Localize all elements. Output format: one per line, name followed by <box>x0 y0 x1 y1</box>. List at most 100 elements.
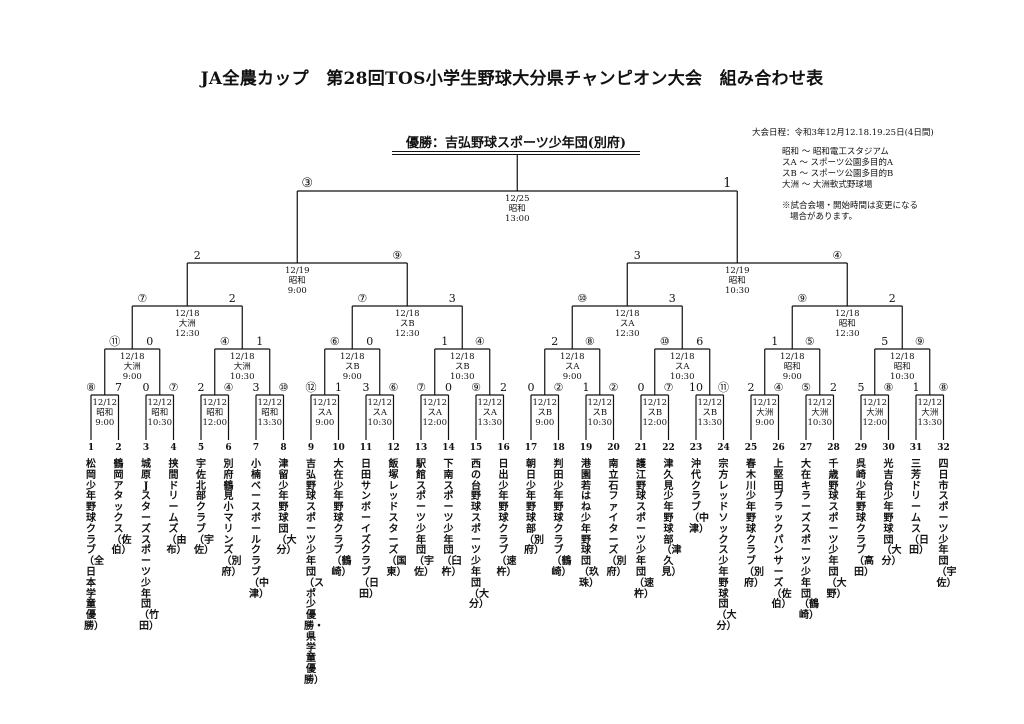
team-number: 10 <box>332 443 345 453</box>
team-number: 21 <box>634 443 648 453</box>
match-venue: スA <box>317 408 333 418</box>
match-venue: スB <box>592 408 607 418</box>
match-date: 12/18 <box>395 309 420 319</box>
score-right: ⑨ <box>392 249 402 262</box>
match-date: 12/12 <box>698 398 723 408</box>
page-title: JA全農カップ 第28回TOS小学生野球大分県チャンピオン大会 組み合わせ表 <box>200 69 824 89</box>
team-number: 4 <box>170 443 177 453</box>
match-date: 12/18 <box>890 352 915 362</box>
team-number: 28 <box>827 443 840 453</box>
team-number: 30 <box>882 443 895 453</box>
score-right: 2 <box>830 381 837 394</box>
score-right: ④ <box>774 381 784 394</box>
score-left: 0 <box>143 381 150 394</box>
score-left: 2 <box>198 381 205 394</box>
team-name: 日田サンボーイズクラブ（日田） <box>359 459 379 600</box>
score-right: ④ <box>224 381 234 394</box>
match-date: 12/25 <box>505 194 530 204</box>
score-right: ② <box>609 381 619 394</box>
team-number: 5 <box>197 443 205 453</box>
score-left: ⑦ <box>137 292 147 305</box>
match-date: 12/18 <box>670 352 695 362</box>
match-venue: 昭和 <box>509 204 526 214</box>
team-name: 護江野球スポーツ少年団（速杵） <box>634 459 654 600</box>
team-name: 光吉台少年野球団（大分） <box>881 459 902 568</box>
match-time: 9:00 <box>755 418 774 428</box>
match-time: 12:30 <box>615 329 640 339</box>
team-name: 松岡少年野球クラブ（全日本学童優勝） <box>84 459 104 632</box>
match-date: 12/18 <box>230 352 255 362</box>
tournament-dates: 大会日程：令和3年12月12.18.19.25日(4日間) <box>752 128 934 138</box>
match-time: 9:00 <box>563 372 582 382</box>
match-date: 12/19 <box>285 266 310 276</box>
match-date: 12/12 <box>588 398 613 408</box>
match-date: 12/12 <box>258 398 283 408</box>
score-right: ② <box>554 381 564 394</box>
score-right: ⑥ <box>389 381 399 394</box>
schedule-note-line-2: 場合があります。 <box>790 212 858 222</box>
match-venue: スA <box>482 408 498 418</box>
score-left: 10 <box>689 381 703 394</box>
score-right: ⑨ <box>915 335 925 348</box>
score-right: ⑦ <box>169 381 179 394</box>
match-venue: スB <box>702 408 717 418</box>
team-name: 鶴岡アタックス（佐伯） <box>111 459 132 557</box>
team-number: 1 <box>87 443 95 453</box>
team-number: 17 <box>524 443 538 453</box>
team-name: 日出少年野球クラブ（速杵） <box>496 459 517 578</box>
score-right: 2 <box>500 381 507 394</box>
match-time: 10:30 <box>148 418 173 428</box>
team-number: 15 <box>469 443 483 453</box>
match-date: 12/18 <box>175 309 200 319</box>
team-name: 西の台野球スポーツ少年団（大分） <box>469 459 489 611</box>
match-time: 13:30 <box>478 418 503 428</box>
match-date: 12/18 <box>780 352 805 362</box>
team-name: 港園若はね少年野球団（玖珠） <box>579 459 599 589</box>
score-right: ⑪ <box>718 381 729 394</box>
team-name: 千歳野球スポーツ少年団（大野） <box>826 459 847 600</box>
team-number: 11 <box>359 443 373 453</box>
match-venue: スA <box>372 408 388 418</box>
match-date: 12/12 <box>753 398 778 408</box>
score-right: 2 <box>229 292 236 305</box>
match-time: 9:00 <box>315 418 334 428</box>
venue-legend-3: スB 〜 スポーツ公園多目的B <box>782 169 894 179</box>
match-date: 12/12 <box>148 398 173 408</box>
team-number: 20 <box>607 443 620 453</box>
score-left: 1 <box>441 335 448 348</box>
match-date: 12/18 <box>835 309 860 319</box>
team-name: 判田少年野球クラブ（鶴崎） <box>551 459 572 578</box>
team-number: 16 <box>497 443 510 453</box>
score-left: ⑩ <box>660 335 670 348</box>
match-time: 12:00 <box>203 418 228 428</box>
champion-underline <box>392 151 640 152</box>
score-right: ④ <box>832 249 842 262</box>
team-number: 13 <box>414 443 428 453</box>
team-number: 32 <box>937 443 950 453</box>
score-right: 0 <box>366 335 373 348</box>
match-venue: スB <box>647 408 662 418</box>
score-left: 2 <box>194 249 201 262</box>
score-left: 1 <box>913 381 920 394</box>
team-number: 2 <box>115 443 122 453</box>
match-date: 12/12 <box>533 398 558 408</box>
match-date: 12/18 <box>560 352 585 362</box>
match-venue: スA <box>565 362 581 372</box>
match-time: 13:30 <box>918 418 943 428</box>
match-time: 9:00 <box>535 418 554 428</box>
match-venue: 大洲 <box>124 361 141 372</box>
match-time: 12:00 <box>423 418 448 428</box>
match-venue: スB <box>455 362 470 372</box>
team-number: 29 <box>854 443 868 453</box>
score-left: ⑨ <box>471 381 481 394</box>
team-number: 19 <box>579 443 593 453</box>
match-venue: 大洲 <box>234 361 251 372</box>
match-venue: 昭和 <box>729 276 746 286</box>
score-right: ⑧ <box>884 381 894 394</box>
match-time: 9:00 <box>123 372 142 382</box>
team-name: 三芳ドリームス（日田） <box>909 459 929 557</box>
match-venue: 昭和 <box>289 276 306 286</box>
match-venue: スA <box>675 362 691 372</box>
score-left: ⑩ <box>577 292 587 305</box>
score-left: 1 <box>771 335 778 348</box>
